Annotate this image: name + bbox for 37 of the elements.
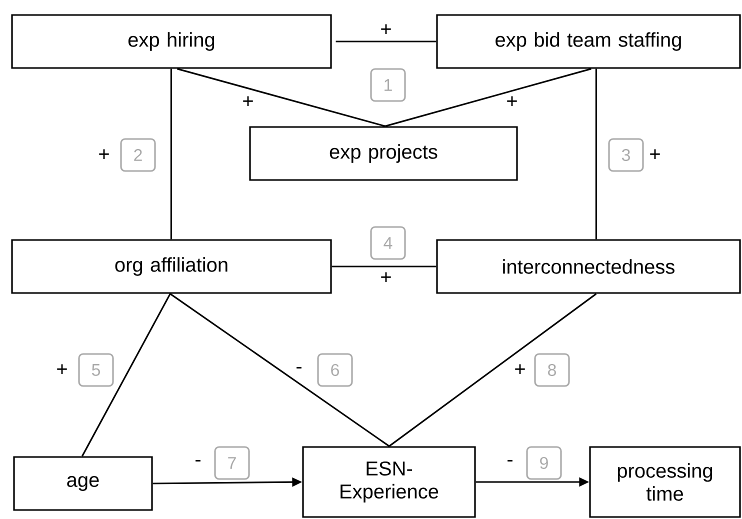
process-box: ESN-Experience [302,446,476,518]
connector-line [82,293,171,457]
process-box: processing time [589,446,741,518]
connector-line [388,293,597,447]
edge-label: + [513,363,527,377]
connector-line [384,68,592,127]
edge-label: - [506,458,514,468]
edge-label: - [194,458,202,468]
process-box: exp bid team staffing [436,14,741,69]
process-box: exp projects [249,126,518,181]
edge-label: + [97,148,111,162]
callout-number: 8 [534,353,570,387]
connector-line [595,68,597,240]
callout-number: 6 [317,353,353,387]
process-box: age [13,456,153,511]
callout-number: 2 [120,138,156,172]
edge-label: + [55,363,69,377]
connector-line [170,293,390,447]
callout-number: 9 [526,446,562,480]
edge-label: - [294,366,304,374]
edge-label: + [379,271,393,285]
process-box: interconnectedness [436,239,741,294]
process-box: org affiliation [11,239,332,294]
process-box: exp hiring [11,14,332,69]
connector-line [177,68,386,127]
connector-line [332,266,436,268]
edge-label: + [505,95,519,109]
callout-number: 7 [214,446,250,480]
edge-label: + [648,148,662,162]
callout-number: 1 [370,68,406,102]
callout-number: 5 [78,353,114,387]
connector-line [170,68,172,240]
connector-line [336,40,436,42]
callout-number: 4 [370,226,406,260]
edge-label: + [241,95,255,109]
callout-number: 3 [608,138,644,172]
edge-label: + [379,23,393,37]
